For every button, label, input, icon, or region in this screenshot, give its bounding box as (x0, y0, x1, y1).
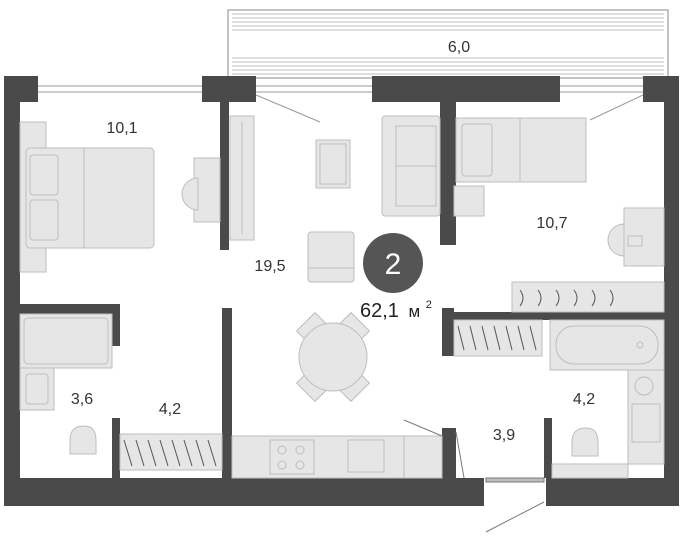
doors (403, 419, 545, 533)
radiator-accents (123, 289, 614, 467)
walls (4, 76, 679, 506)
room-area-bedroom-left: 10,1 (106, 120, 137, 137)
furniture (19, 115, 665, 479)
windows (38, 85, 644, 123)
total-area: 62,1 м 2 (360, 299, 432, 322)
balcony (227, 9, 669, 79)
dining-table (295, 311, 371, 403)
room-count-badge: 2 (363, 233, 423, 293)
room-area-hall: 3,9 (493, 427, 515, 444)
total-area-value: 62,1 (360, 300, 399, 322)
total-area-unit: м (409, 302, 421, 321)
total-area-unit-exp: 2 (426, 299, 432, 311)
room-area-corridor-left: 4,2 (159, 401, 181, 418)
room-area-bedroom-right: 10,7 (536, 215, 567, 232)
room-area-bath-right: 4,2 (573, 391, 595, 408)
room-count: 2 (385, 248, 402, 281)
balcony-area-label: 6,0 (448, 39, 470, 56)
room-area-living: 19,5 (254, 258, 285, 275)
room-area-bath-left: 3,6 (71, 391, 93, 408)
